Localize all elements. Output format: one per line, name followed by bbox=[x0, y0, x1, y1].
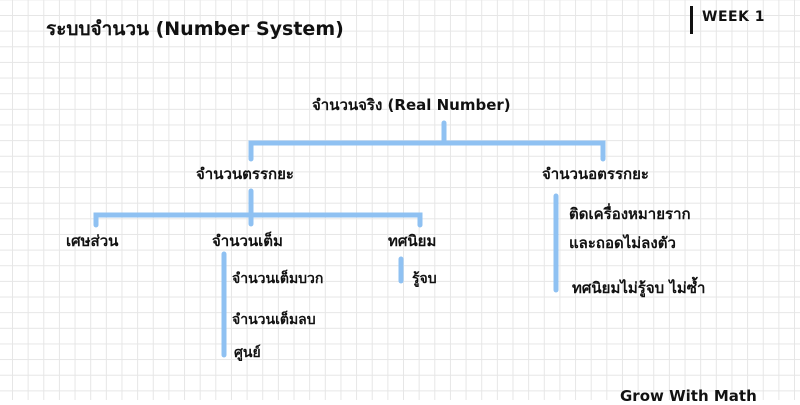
week-label: WEEK 1 bbox=[702, 9, 766, 25]
page-title: ระบบจำนวน (Number System) bbox=[46, 18, 344, 40]
node-decimals: ทศนิยม bbox=[388, 232, 437, 250]
item-positive-integers: จำนวนเต็มบวก bbox=[232, 271, 324, 287]
footer-brand: Grow With Math bbox=[620, 387, 757, 405]
node-real-number: จำนวนจริง (Real Number) bbox=[312, 96, 511, 114]
node-integers: จำนวนเต็ม bbox=[212, 232, 283, 250]
item-terminating: รู้จบ bbox=[412, 271, 437, 287]
node-rational: จำนวนตรรกยะ bbox=[196, 165, 294, 183]
item-irrational-decimal: ทศนิยมไม่รู้จบ ไม่ซ้ำ bbox=[572, 279, 706, 297]
connector-level2 bbox=[93, 212, 423, 228]
item-negative-integers: จำนวนเต็มลบ bbox=[232, 312, 316, 328]
connector-level1 bbox=[248, 140, 606, 162]
node-fractions: เศษส่วน bbox=[66, 232, 119, 250]
week-divider bbox=[690, 6, 693, 34]
item-irrational-root-cont: และถอดไม่ลงตัว bbox=[569, 234, 676, 252]
item-zero: ศูนย์ bbox=[234, 345, 261, 361]
node-irrational: จำนวนอตรรกยะ bbox=[542, 165, 649, 183]
item-irrational-root: ติดเครื่องหมายราก bbox=[569, 205, 691, 223]
